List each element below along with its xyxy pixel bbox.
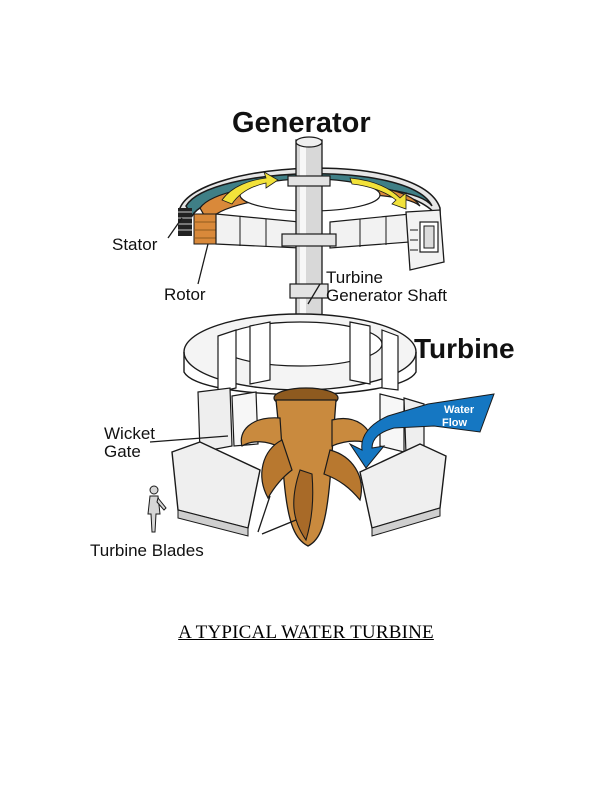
shaft-label-line1: Turbine (326, 268, 383, 287)
turbine-housing (171, 313, 447, 537)
water-flow-label-line1: Water (444, 404, 475, 416)
stator-coils (178, 208, 192, 236)
stator-label: Stator (112, 235, 158, 254)
housing-base-left (171, 441, 261, 529)
stator-cutaway (405, 209, 445, 271)
human-scale-figure-icon (147, 485, 167, 533)
generator-label: Generator (232, 107, 371, 139)
turbine-blades-label: Turbine Blades (90, 541, 204, 560)
water-flow-label-line2: Flow (442, 417, 467, 429)
rotation-arrow-icon (349, 177, 407, 210)
turbine-runner (240, 387, 373, 547)
rotation-arrow-icon (221, 171, 279, 205)
housing-base-right (359, 443, 447, 529)
wicket-gate-label-line2: Gate (104, 442, 141, 461)
figure-caption: A TYPICAL WATER TURBINE (178, 622, 434, 643)
turbine-blade (240, 417, 283, 450)
turbine-blade (261, 439, 293, 500)
turbine-label: Turbine (414, 333, 515, 364)
rotor-label: Rotor (164, 285, 206, 304)
water-flow-arrow: Water Flow (348, 393, 495, 469)
wicket-gate-label-line1: Wicket (104, 424, 155, 443)
shaft-label-line2: Generator Shaft (326, 286, 447, 305)
turbine-blade (293, 469, 314, 542)
rotor-poles (193, 213, 217, 245)
turbine-blade (323, 449, 362, 502)
leader-lines (149, 217, 321, 535)
